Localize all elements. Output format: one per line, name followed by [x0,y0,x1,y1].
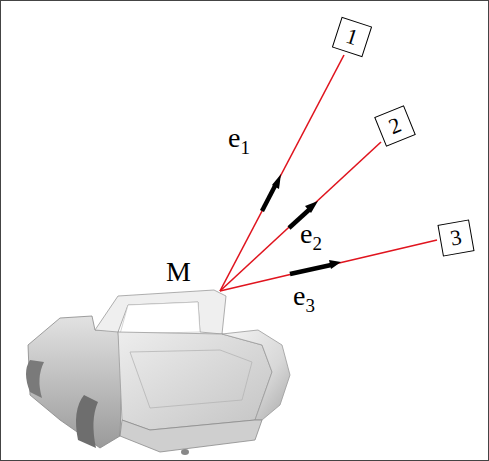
vector-head [305,201,318,213]
number-box: 2 [374,105,416,147]
box-number: 2 [386,114,404,139]
vector-label: e2 [300,220,322,248]
ray-line [220,142,381,291]
direction-lines [220,55,437,291]
ray-line [220,55,344,291]
number-box: 3 [437,219,474,256]
ray-line [220,240,437,291]
vector-label: e1 [228,124,250,152]
box-number: 1 [343,25,360,49]
box-number: 3 [449,226,464,250]
unit-vectors [262,174,341,274]
vector-shaft [262,184,276,211]
vector-head [329,260,341,269]
vector-label: e3 [293,282,315,310]
point-label: M [166,258,191,286]
vector-shaft [290,265,331,274]
car [26,290,290,455]
vector-head [272,174,281,189]
number-box: 1 [332,17,372,57]
